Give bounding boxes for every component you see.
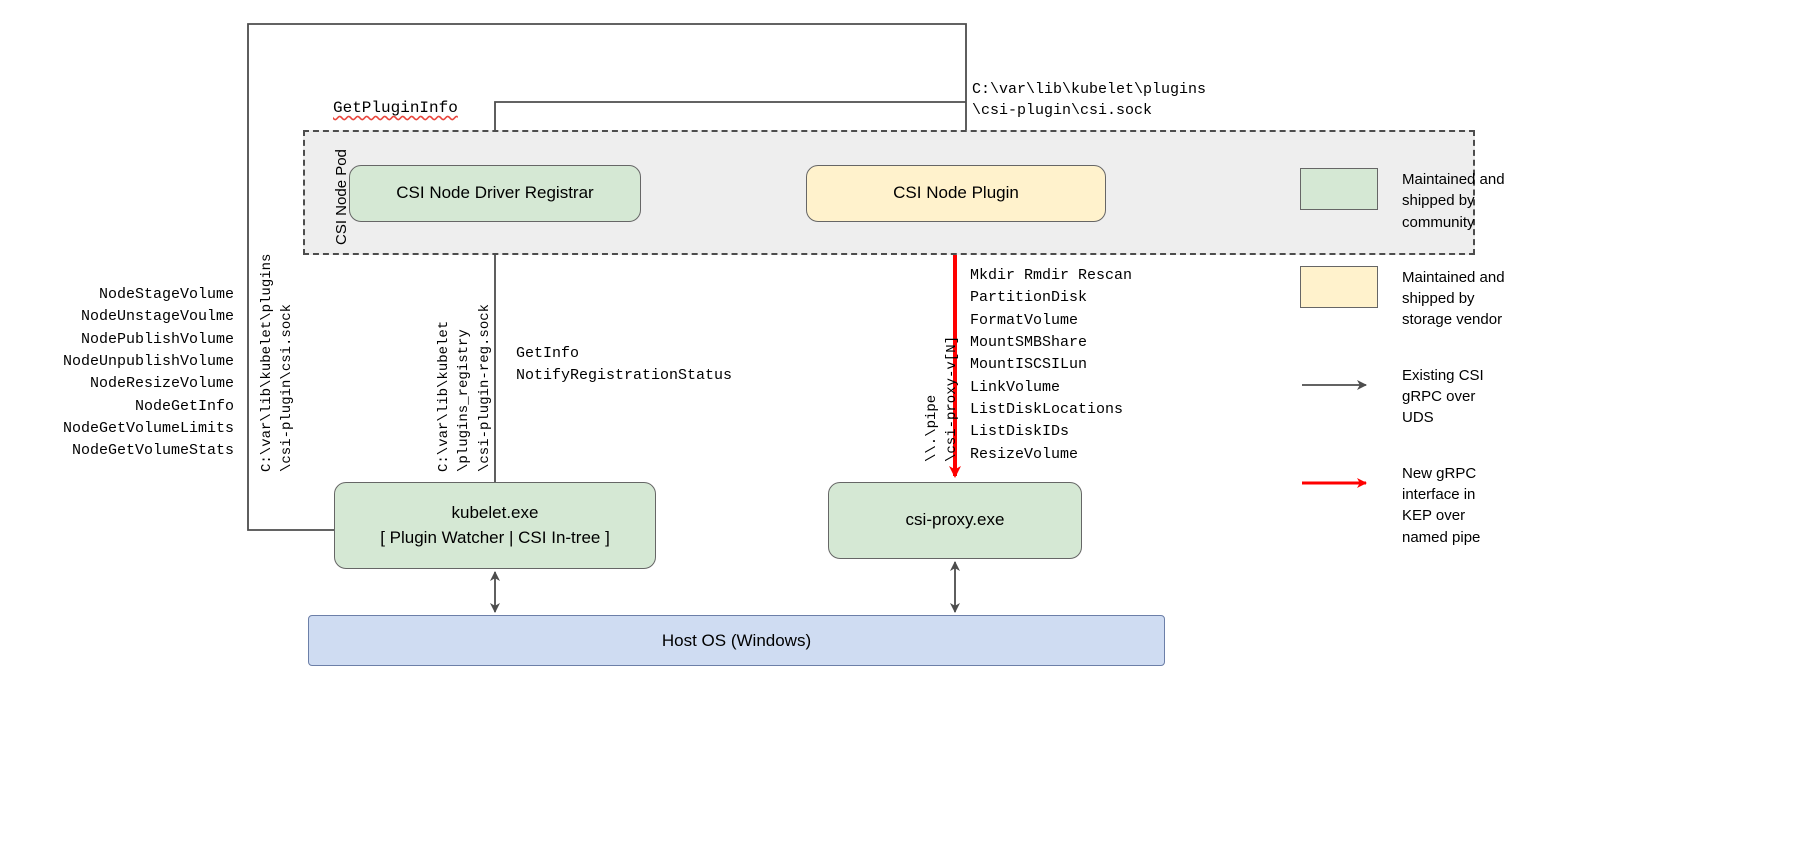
node-label: CSI Node Driver Registrar bbox=[396, 183, 594, 203]
node-label: CSI Node Plugin bbox=[893, 183, 1019, 203]
legend-label: Maintained and shipped by community bbox=[1402, 171, 1505, 231]
node-host-os[interactable]: Host OS (Windows) bbox=[308, 615, 1165, 666]
legend-label: New gRPC interface in KEP over named pip… bbox=[1402, 464, 1481, 546]
node-label: csi-proxy.exe bbox=[905, 510, 1005, 530]
node-label: Host OS (Windows) bbox=[661, 630, 812, 650]
node-kubelet-exe[interactable]: kubelet.exe [ Plugin Watcher | CSI In-tr… bbox=[334, 482, 656, 569]
node-csi-node-driver-registrar[interactable]: CSI Node Driver Registrar bbox=[349, 165, 641, 222]
label-node-service-methods: NodeStageVolume NodeUnstageVoulme NodePu… bbox=[62, 286, 234, 460]
node-csi-proxy-exe[interactable]: csi-proxy.exe bbox=[828, 482, 1082, 559]
legend-row: Maintained and shipped by storage vendor bbox=[1300, 265, 1800, 331]
legend-arrow-icon bbox=[1300, 364, 1378, 406]
label-csi-socket-path-rotated: C:\var\lib\kubelet\plugins \csi-plugin\c… bbox=[259, 253, 296, 472]
legend-row: Existing CSI gRPC over UDS bbox=[1300, 364, 1800, 429]
label-registration-calls: GetInfo NotifyRegistrationStatus bbox=[516, 345, 733, 385]
label-registry-socket-path-rotated: C:\var\lib\kubelet \plugins_registry \cs… bbox=[436, 303, 493, 472]
legend-color-swatch bbox=[1300, 168, 1378, 210]
label-csi-proxy-api-methods: Mkdir Rmdir Rescan PartitionDisk FormatV… bbox=[970, 267, 1133, 463]
legend-row: New gRPC interface in KEP over named pip… bbox=[1300, 462, 1800, 548]
label-get-plugin-info: GetPluginInfo bbox=[333, 99, 458, 117]
label-plugin-socket-path: C:\var\lib\kubelet\plugins \csi-plugin\c… bbox=[972, 81, 1207, 120]
legend-arrow-icon bbox=[1300, 462, 1378, 504]
node-label-secondary: [ Plugin Watcher | CSI In-tree ] bbox=[380, 527, 610, 547]
label-named-pipe-rotated: \\.\pipe \csi-proxy-v[N] bbox=[924, 335, 961, 462]
legend-label: Existing CSI gRPC over UDS bbox=[1402, 366, 1484, 427]
legend-row: Maintained and shipped by community bbox=[1300, 168, 1800, 233]
legend-color-swatch bbox=[1300, 265, 1378, 308]
legend-label: Maintained and shipped by storage vendor bbox=[1402, 268, 1505, 329]
node-label-primary: kubelet.exe bbox=[451, 502, 539, 522]
node-csi-node-plugin[interactable]: CSI Node Plugin bbox=[806, 165, 1106, 222]
